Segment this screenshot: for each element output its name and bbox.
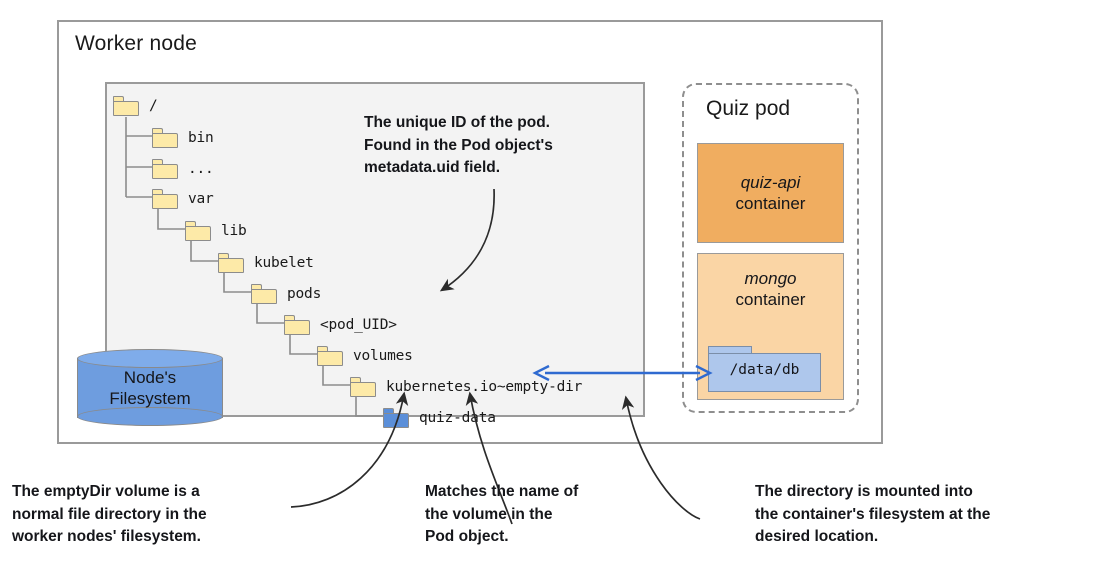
callout-mounted: The directory is mounted into the contai… bbox=[755, 483, 991, 545]
cylinder-top bbox=[77, 349, 223, 368]
cylinder-label-line1: Node's bbox=[123, 368, 177, 387]
mount-path-folder[interactable]: /data/db bbox=[708, 346, 821, 392]
container-subtitle: container bbox=[735, 194, 806, 213]
cylinder-label-line2: Filesystem bbox=[109, 389, 191, 408]
worker-node-title: Worker node bbox=[75, 32, 198, 55]
folder-body bbox=[708, 353, 821, 392]
callout-empty-dir: The emptyDir volume is a normal file dir… bbox=[12, 483, 207, 545]
cylinder-bottom bbox=[77, 407, 223, 426]
quiz-api-container[interactable]: quiz-api container bbox=[697, 143, 844, 243]
container-subtitle: container bbox=[735, 290, 806, 309]
callout-volume-name: Matches the name of the volume in the Po… bbox=[425, 483, 579, 545]
container-name: quiz-api bbox=[740, 173, 801, 192]
container-name: mongo bbox=[744, 269, 797, 288]
mount-path-label: /data/db bbox=[729, 362, 800, 378]
node-filesystem-cylinder: Node's Filesystem bbox=[77, 349, 223, 427]
folder-icon bbox=[708, 346, 752, 355]
cylinder-label: Node's Filesystem bbox=[77, 367, 223, 409]
quiz-pod-title: Quiz pod bbox=[706, 97, 791, 120]
callout-pod-uid: The unique ID of the pod. Found in the P… bbox=[364, 114, 553, 176]
